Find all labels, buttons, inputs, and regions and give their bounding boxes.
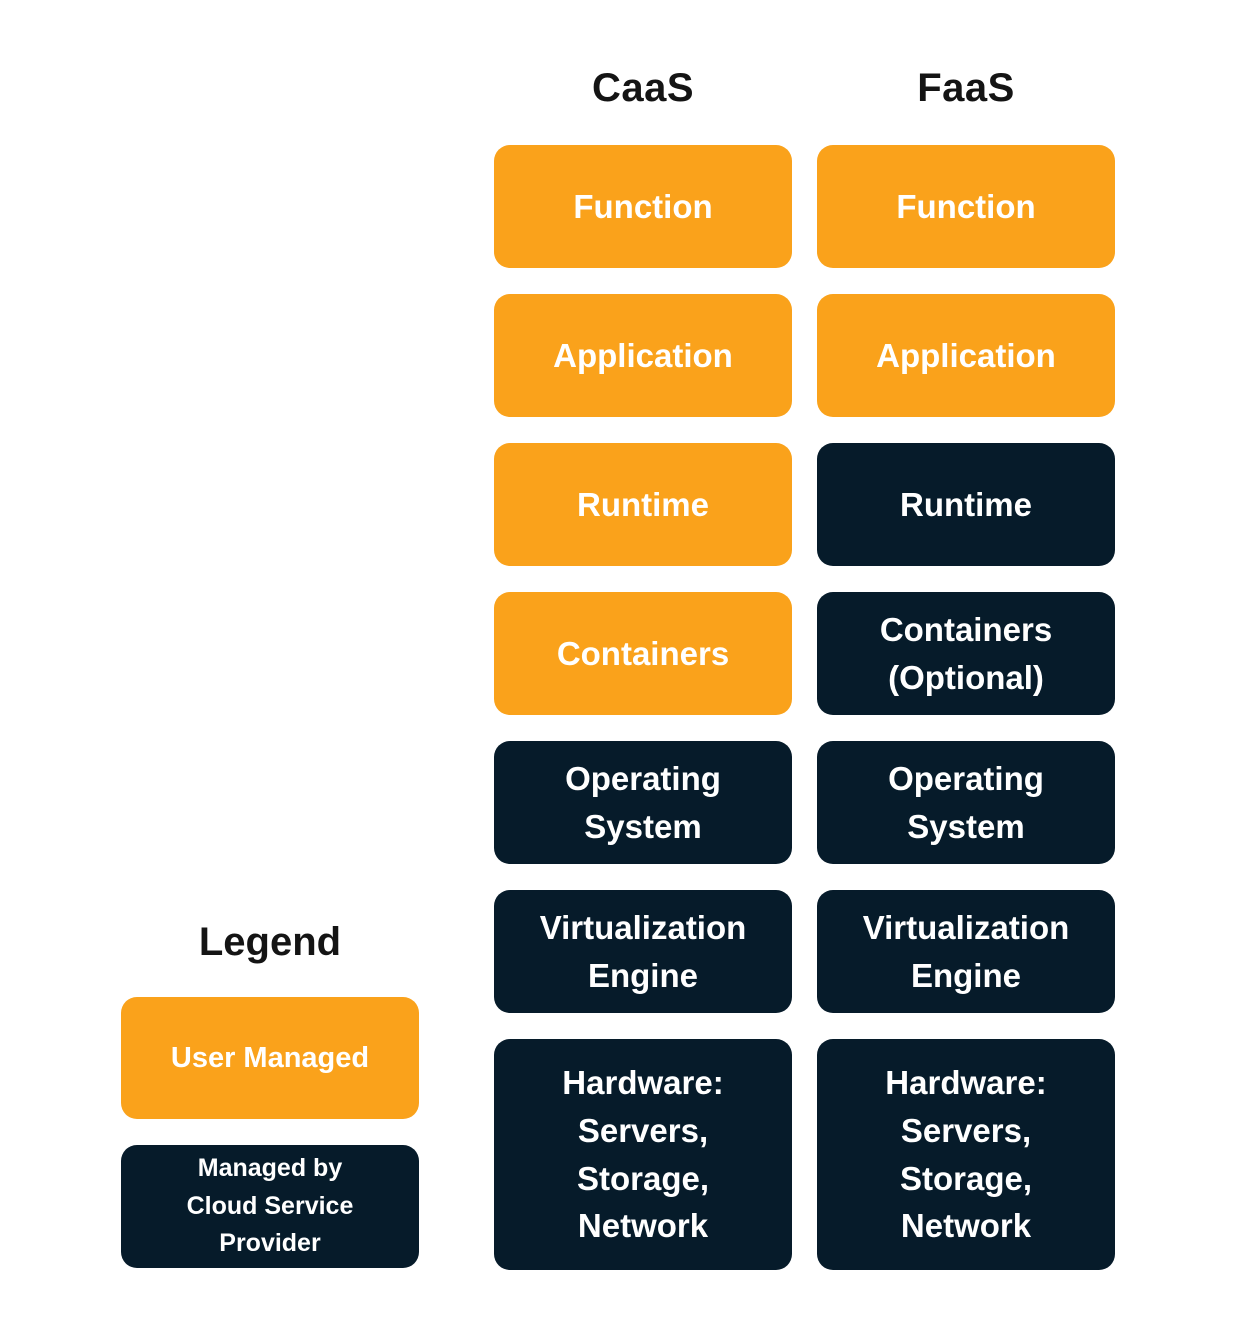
column-header-caas: CaaS	[591, 66, 695, 110]
faas-containers-optional-box: Containers (Optional)	[817, 592, 1115, 715]
column-header-faas: FaaS	[917, 66, 1015, 110]
legend-user-managed-box: User Managed	[121, 997, 419, 1119]
faas-function-box: Function	[817, 145, 1115, 268]
caas-application-box: Application	[494, 294, 792, 417]
caas-runtime-box: Runtime	[494, 443, 792, 566]
caas-function-box: Function	[494, 145, 792, 268]
faas-operating-system-box: Operating System	[817, 741, 1115, 864]
caas-virtualization-engine-box: Virtualization Engine	[494, 890, 792, 1013]
caas-containers-box: Containers	[494, 592, 792, 715]
caas-operating-system-box: Operating System	[494, 741, 792, 864]
faas-application-box: Application	[817, 294, 1115, 417]
caas-hardware-box: Hardware: Servers, Storage, Network	[494, 1039, 792, 1270]
legend-provider-managed-box: Managed by Cloud Service Provider	[121, 1145, 419, 1268]
faas-virtualization-engine-box: Virtualization Engine	[817, 890, 1115, 1013]
faas-hardware-box: Hardware: Servers, Storage, Network	[817, 1039, 1115, 1270]
legend-title: Legend	[198, 920, 342, 964]
faas-runtime-box: Runtime	[817, 443, 1115, 566]
